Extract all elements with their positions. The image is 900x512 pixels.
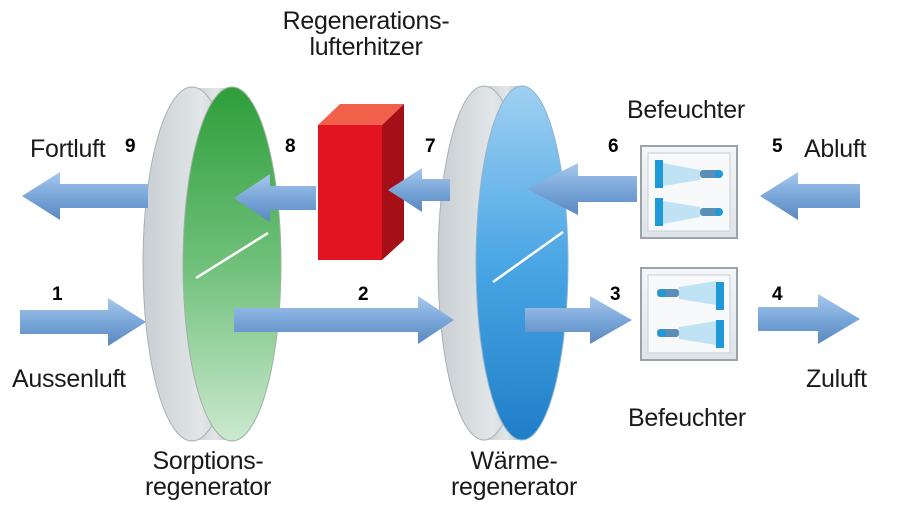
sorption-label-line1: Sorptions-	[152, 447, 264, 475]
heater-label-line2: lufterhitzer	[309, 33, 423, 62]
number-4: 4	[772, 284, 783, 305]
arrow-4	[758, 294, 860, 344]
arrow-6	[527, 163, 637, 215]
heat-regenerator-label: Wärme- regenerator	[424, 448, 604, 501]
arrow-fortluft	[22, 172, 148, 220]
arrow-8	[234, 174, 316, 222]
aussenluft-label: Aussenluft	[12, 365, 126, 393]
arrow-7	[388, 168, 450, 212]
heat-label-line2: regenerator	[451, 473, 577, 502]
number-8: 8	[285, 136, 296, 157]
heater-label: Regenerations- lufterhitzer	[266, 8, 466, 61]
arrow-2	[234, 296, 454, 344]
number-7: 7	[425, 136, 436, 157]
number-6: 6	[608, 136, 619, 157]
heater-label-line1: Regenerations-	[282, 7, 450, 35]
humidifier-top-label: Befeuchter	[627, 96, 745, 124]
abluft-label: Abluft	[804, 135, 867, 163]
sorption-regenerator-wheel	[142, 86, 282, 442]
sorption-regenerator-label: Sorptions- regenerator	[118, 448, 298, 501]
fortluft-label: Fortluft	[30, 135, 106, 163]
arrow-5	[760, 172, 860, 220]
heat-regenerator-wheel	[437, 85, 569, 441]
number-5: 5	[772, 136, 783, 157]
humidifier-top	[640, 145, 738, 239]
humidifier-bottom	[640, 267, 738, 361]
number-2: 2	[358, 284, 369, 305]
sorption-label-line2: regenerator	[145, 473, 271, 502]
humidifier-bottom-label: Befeuchter	[628, 404, 746, 432]
regeneration-heater	[318, 104, 404, 260]
arrow-3	[525, 296, 632, 344]
number-9: 9	[125, 136, 136, 157]
zuluft-label: Zuluft	[806, 365, 867, 393]
heat-label-line1: Wärme-	[470, 447, 558, 475]
arrow-1	[20, 298, 146, 346]
number-1: 1	[52, 284, 63, 305]
number-3: 3	[610, 284, 621, 305]
